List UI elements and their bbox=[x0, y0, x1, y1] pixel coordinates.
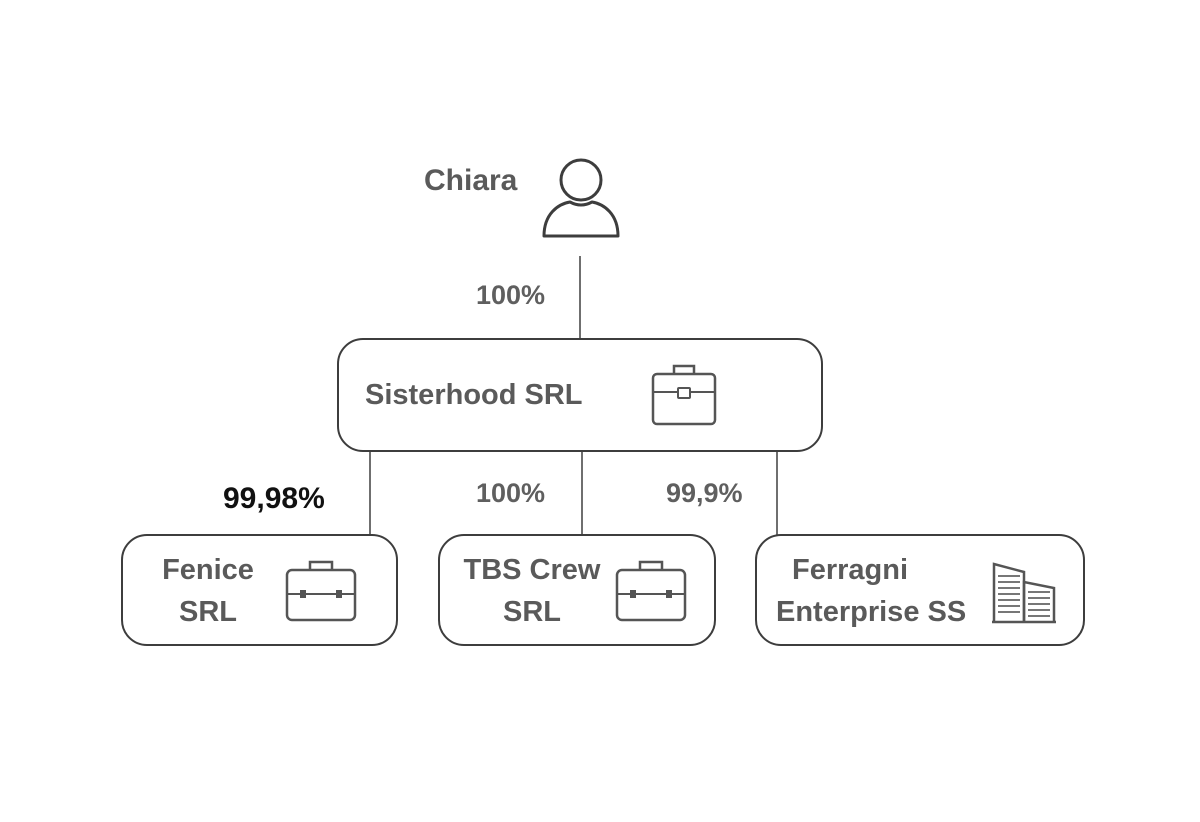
subsidiary-name-line2: SRL bbox=[179, 596, 237, 628]
holding-company-box bbox=[337, 338, 823, 452]
buildings-icon bbox=[992, 562, 1056, 624]
briefcase-icon bbox=[615, 560, 687, 622]
owner-name: Chiara bbox=[424, 164, 518, 197]
connector-holding-tbs bbox=[581, 452, 583, 536]
subsidiary-name-line2: Enterprise SS bbox=[776, 596, 967, 628]
subsidiary-name-line1: Fenice bbox=[162, 554, 254, 586]
fenice-stake-label: 99,98% bbox=[223, 482, 325, 515]
holding-stake-label: 100% bbox=[476, 280, 546, 310]
ferragni-stake-label: 99,9% bbox=[666, 478, 743, 508]
person-icon bbox=[542, 158, 620, 238]
subsidiary-name-line2: SRL bbox=[503, 596, 561, 628]
connector-holding-fenice bbox=[369, 452, 371, 536]
subsidiary-box-ferragni bbox=[755, 534, 1085, 646]
holding-company-name: Sisterhood SRL bbox=[365, 379, 583, 411]
briefcase-icon bbox=[285, 560, 357, 622]
connector-holding-ferragni bbox=[776, 452, 778, 536]
tbs-stake-label: 100% bbox=[476, 478, 546, 508]
subsidiary-name-line1: TBS Crew bbox=[463, 554, 601, 586]
briefcase-icon bbox=[651, 364, 717, 426]
subsidiary-box-fenice bbox=[121, 534, 398, 646]
connector-owner-holding bbox=[579, 256, 581, 340]
subsidiary-name-line1: Ferragni bbox=[792, 554, 909, 586]
